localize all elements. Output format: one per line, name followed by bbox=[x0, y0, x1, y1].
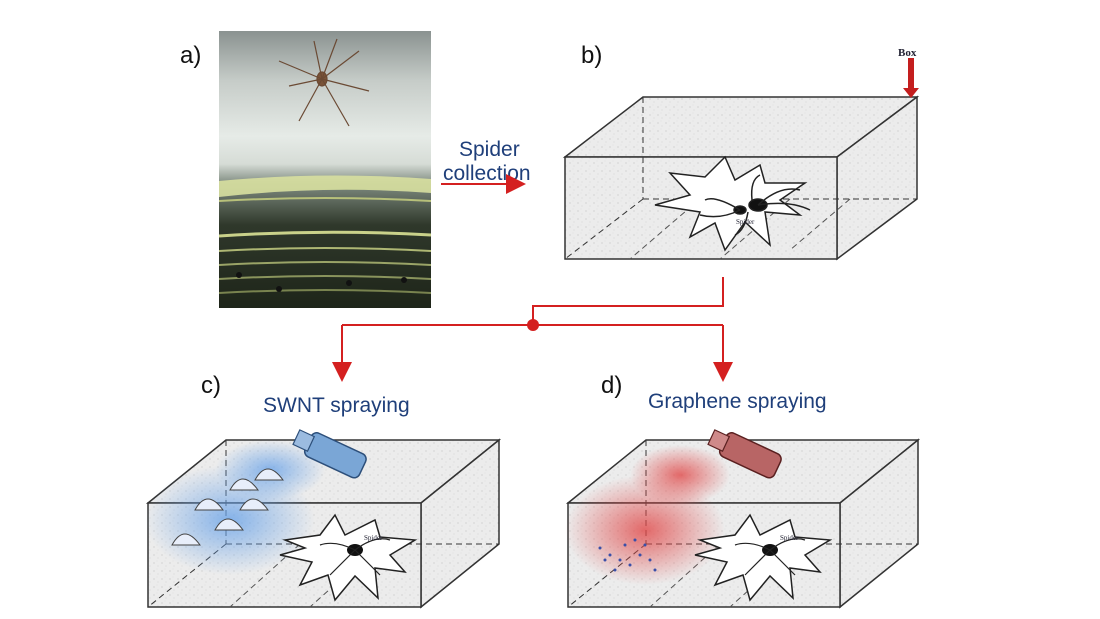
spider-label-b: Spider bbox=[736, 218, 755, 226]
box-c: Spider bbox=[145, 429, 502, 609]
graphene-spraying-title: Graphene spraying bbox=[648, 390, 827, 413]
spider-photo-drawing bbox=[219, 38, 431, 294]
spider-collection-caption-line1: Spider bbox=[459, 138, 520, 161]
panel-c-label: c) bbox=[201, 372, 221, 399]
spider-label-d: Spider bbox=[780, 534, 799, 542]
box-d: Spider bbox=[565, 429, 921, 609]
spider-photo bbox=[219, 31, 431, 308]
panel-b-label: b) bbox=[581, 42, 603, 69]
branch-connector bbox=[332, 277, 733, 382]
box-b: Spider Box bbox=[562, 47, 920, 261]
box-label: Box bbox=[898, 47, 917, 59]
swnt-spraying-title: SWNT spraying bbox=[263, 394, 410, 417]
spider-label-c: Spider bbox=[364, 534, 383, 542]
panel-d-label: d) bbox=[601, 372, 623, 399]
panel-a-label: a) bbox=[180, 42, 202, 69]
